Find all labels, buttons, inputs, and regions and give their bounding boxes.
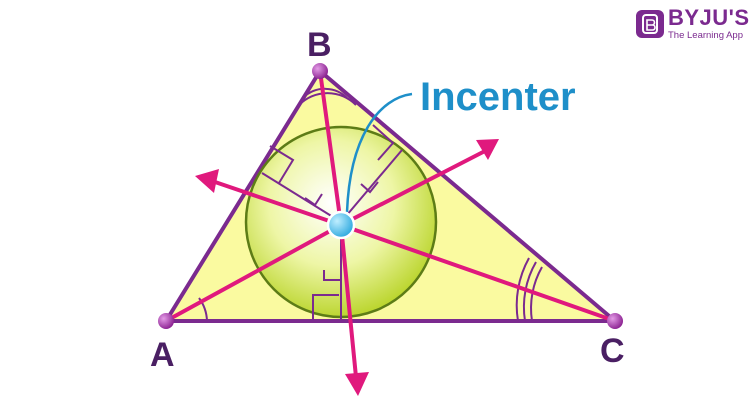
bisector-c [339,223,617,323]
incenter-point [326,210,356,240]
bisectors [164,69,617,379]
bisector-ext-upright [339,149,487,227]
arrowhead-upright [476,139,499,160]
bisector-a [164,223,343,323]
right-angle-mark-ac [312,294,339,321]
bisector-ext-down [339,223,358,379]
right-angle-mark-bc [372,124,395,161]
radius-to-ab [261,172,342,223]
tick-mark-2 [304,193,323,207]
bisector-ext-upleft [213,180,343,227]
tick-mark-1 [323,270,341,281]
vertex-point-a [158,313,174,329]
angle-arc-b1 [298,92,357,106]
incenter-callout-line [345,92,413,213]
tick-mark-3 [360,181,379,194]
byjus-logo-icon [636,10,664,38]
brand-name: BYJU'S [668,5,750,31]
bisector-b [318,69,343,227]
arrowhead-upleft [195,169,219,193]
vertex-label-c: C [600,332,625,370]
brand-logo: BYJU'S The Learning App [636,6,750,42]
brand-tagline: The Learning App [668,30,744,42]
vertex-point-c [607,313,623,329]
arrowheads [195,139,499,396]
right-angle-mark-ab [269,145,295,184]
vertex-label-b: B [307,26,332,64]
angle-arc-b2 [302,87,349,100]
radius-to-bc [340,149,403,223]
vertex-point-b [312,63,328,79]
angle-arc-a [198,297,208,322]
arrowhead-down [345,372,369,396]
vertex-label-a: A [150,336,175,374]
incenter-label: Incenter [420,75,576,119]
